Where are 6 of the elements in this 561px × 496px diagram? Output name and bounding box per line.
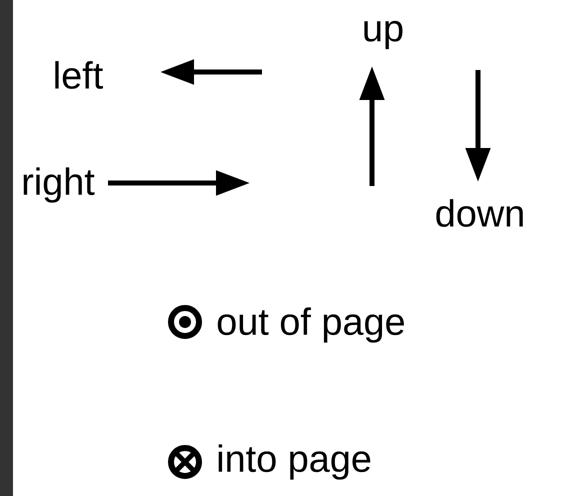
direction-label: out of page: [218, 307, 404, 343]
direction-label: left: [55, 61, 103, 89]
direction-label: right: [24, 167, 95, 203]
direction-label: into page: [218, 444, 370, 480]
direction-label: down: [436, 199, 523, 227]
direction-label: up: [364, 20, 402, 50]
